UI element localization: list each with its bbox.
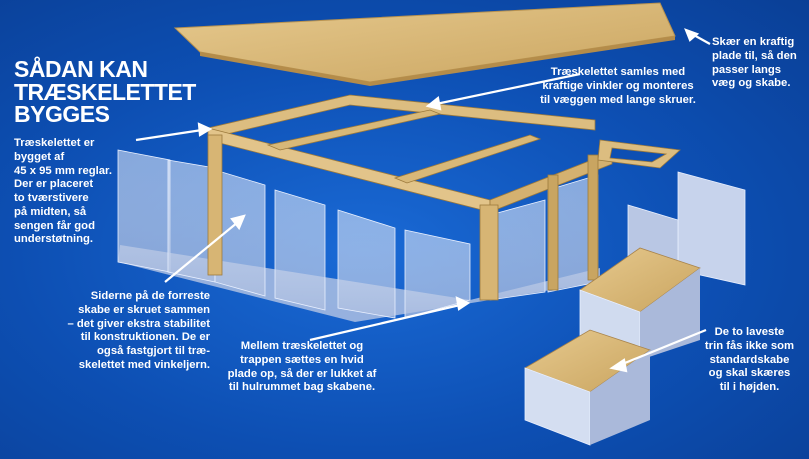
- callout-arrows: [135, 28, 711, 373]
- callout-frame-join: Træskelettet samles med kraftige vinkler…: [540, 66, 696, 106]
- wood-frame: [207, 94, 681, 301]
- top-plate: [173, 2, 676, 86]
- callout-lower-steps: De to laveste trin fås ikke som standard…: [704, 326, 795, 394]
- cabinet-panels: [117, 149, 599, 319]
- callout-frame-spec: Træskelettet er bygget af 45 x 95 mm reg…: [14, 137, 112, 246]
- page-title: SÅDAN KAN TRÆSKELETTET BYGGES: [14, 56, 196, 128]
- callout-front-cabinets: Siderne på de forreste skabe er skruet s…: [67, 290, 210, 371]
- callout-top-plate: Skær en kraftig plade til, så den passer…: [712, 36, 797, 90]
- staircase: [524, 171, 746, 446]
- callout-white-plate: Mellem træskelettet og trappen sættes en…: [227, 340, 377, 394]
